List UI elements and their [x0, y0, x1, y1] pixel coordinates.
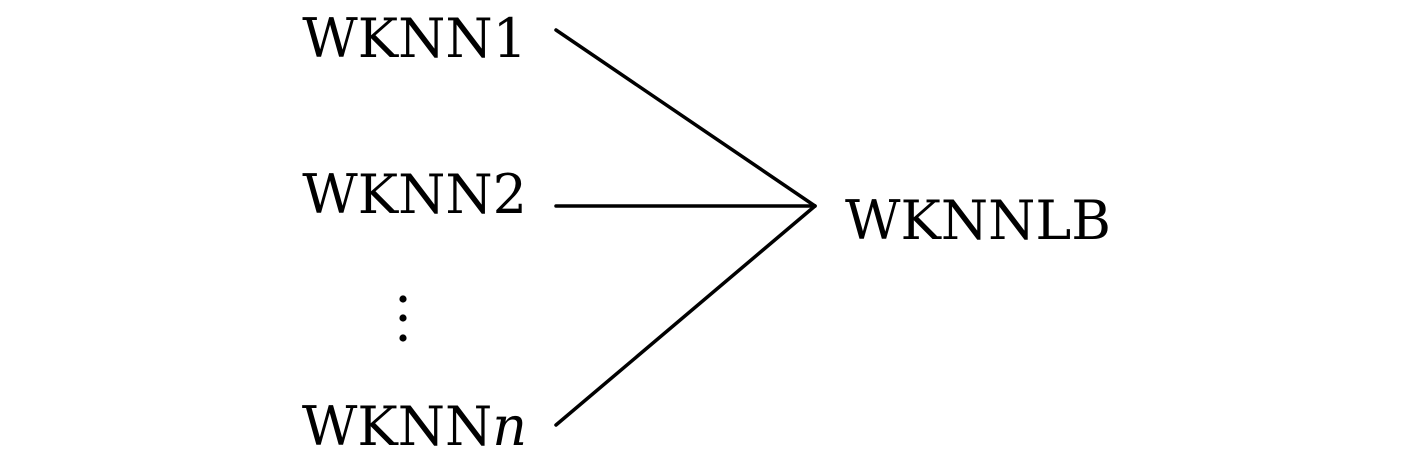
vertical-ellipsis-icon: [399, 295, 407, 342]
input-label-n-prefix: WKNN: [301, 395, 493, 458]
input-label-1: WKNN1: [302, 12, 527, 66]
input-label-2-prefix: WKNN: [302, 163, 493, 226]
input-label-1-suffix: 1: [492, 7, 527, 70]
input-label-n: WKNNn: [302, 400, 527, 454]
input-label-1-prefix: WKNN: [302, 7, 493, 70]
ellipsis-dot-2: [399, 314, 407, 322]
connector-line-1: [554, 28, 817, 208]
input-label-n-suffix: n: [492, 395, 527, 458]
ellipsis-dot-3: [399, 334, 407, 342]
input-label-2: WKNN2: [302, 168, 527, 222]
output-label: WKNNLB: [845, 189, 1111, 252]
input-label-2-suffix: 2: [492, 163, 527, 226]
ellipsis-dot-1: [399, 295, 407, 303]
connector-line-n: [554, 204, 817, 427]
